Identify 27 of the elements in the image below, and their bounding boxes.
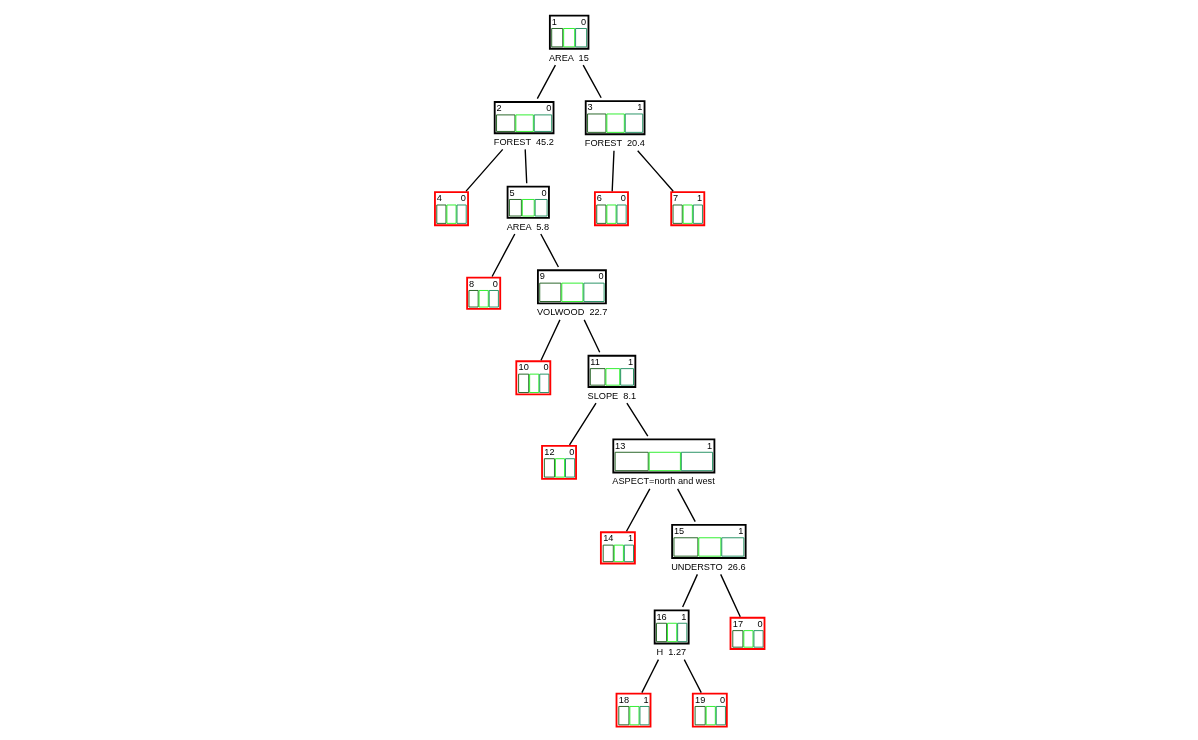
node-label: AREA 15 — [548, 52, 589, 63]
node-label: H 1.27 — [655, 647, 686, 658]
connector — [611, 150, 615, 192]
connector — [683, 658, 702, 694]
connector — [490, 233, 515, 278]
connector — [625, 488, 650, 532]
node-label: AREA 5.8 — [506, 221, 549, 232]
node-label: SLOPE 8.1 — [587, 390, 636, 401]
connector — [539, 233, 559, 268]
connector — [524, 148, 527, 184]
connector — [539, 319, 561, 361]
connector — [568, 402, 597, 446]
connector — [464, 148, 503, 192]
node-label: VOLWOOD 22.7 — [536, 307, 607, 318]
connector — [582, 64, 602, 99]
node-label: FOREST 20.4 — [584, 138, 645, 149]
connector — [676, 488, 696, 523]
node-label: ASPECT=north and west — [611, 476, 715, 487]
connector — [536, 64, 556, 100]
connector — [583, 319, 600, 353]
connector — [640, 658, 659, 694]
connector — [719, 573, 741, 618]
connector — [681, 573, 698, 608]
node-label: FOREST 45.2 — [493, 137, 554, 148]
connector — [636, 150, 674, 192]
connector — [625, 402, 648, 437]
node-label: UNDERSTO 26.6 — [670, 561, 746, 572]
